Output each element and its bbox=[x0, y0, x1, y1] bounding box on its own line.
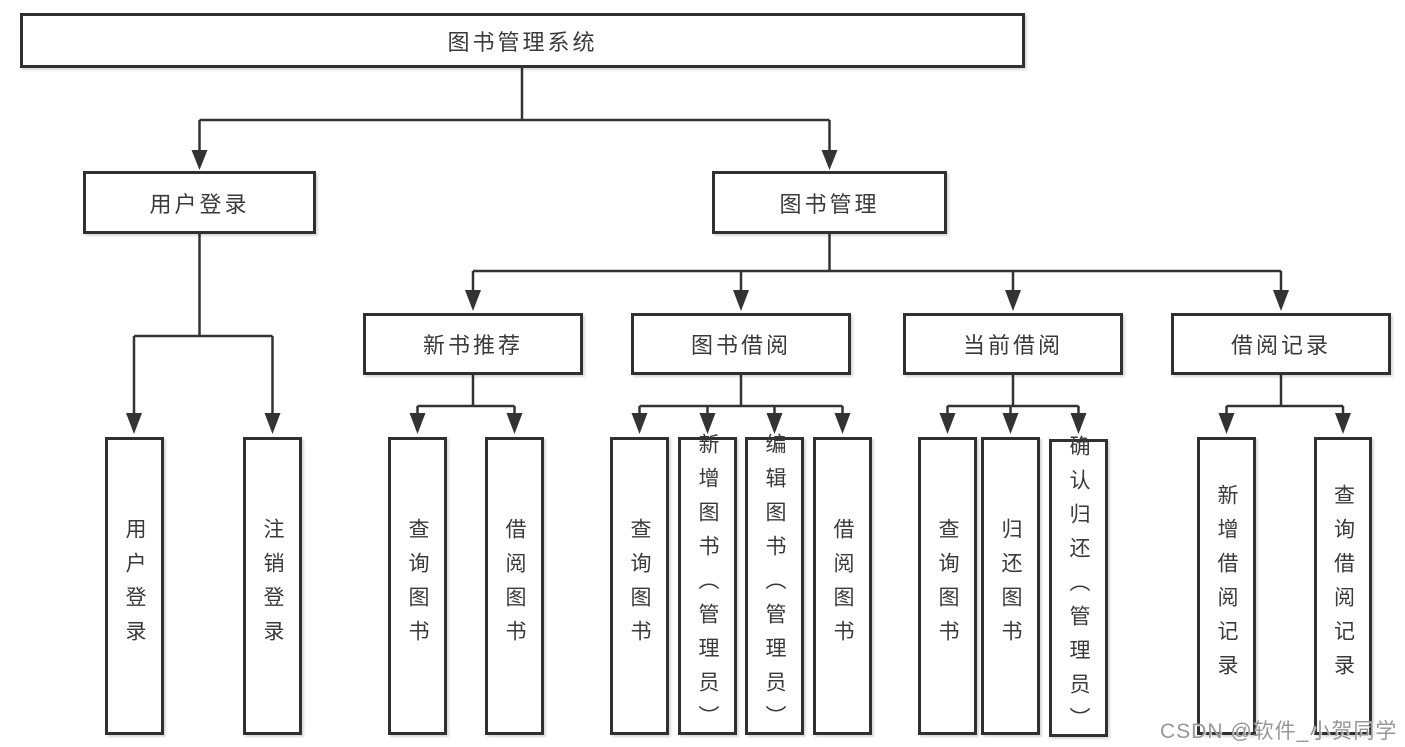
node-library-system: 图书管理系统 bbox=[20, 13, 1025, 68]
leaf-confirm-return-admin-label: 确认归还（管理员） bbox=[1067, 435, 1090, 741]
leaf-return-books: 归还图书 bbox=[981, 437, 1040, 735]
connector-current-borrow-children bbox=[939, 375, 1087, 434]
leaf-query-books-borrow: 查询图书 bbox=[610, 437, 669, 735]
node-user-login-label: 用户登录 bbox=[149, 191, 250, 217]
node-book-borrow-label: 图书借阅 bbox=[690, 333, 791, 358]
node-book-management: 图书管理 bbox=[712, 171, 947, 234]
leaf-query-books-recommend: 查询图书 bbox=[388, 437, 447, 735]
node-new-book-recommend: 新书推荐 bbox=[363, 313, 583, 375]
node-book-management-label: 图书管理 bbox=[779, 191, 880, 217]
leaf-add-book-admin: 新增图书（管理员） bbox=[678, 433, 737, 739]
leaf-logout: 注销登录 bbox=[243, 437, 302, 735]
leaf-user-login-label: 用户登录 bbox=[123, 518, 146, 654]
node-library-system-label: 图书管理系统 bbox=[447, 29, 598, 55]
node-book-borrow: 图书借阅 bbox=[631, 313, 851, 375]
leaf-user-login: 用户登录 bbox=[105, 437, 164, 735]
leaf-query-books-borrow-label: 查询图书 bbox=[628, 518, 651, 654]
leaf-borrow-books-recommend-label: 借阅图书 bbox=[503, 518, 526, 654]
leaf-confirm-return-admin: 确认归还（管理员） bbox=[1049, 435, 1108, 741]
leaf-query-books-current-label: 查询图书 bbox=[936, 518, 959, 654]
csdn-watermark: CSDN @软件_小贺同学 bbox=[1160, 720, 1398, 743]
node-current-borrow-label: 当前借阅 bbox=[962, 333, 1063, 358]
connector-user-login-children bbox=[126, 234, 281, 434]
leaf-query-books-current: 查询图书 bbox=[918, 437, 977, 735]
leaf-return-books-label: 归还图书 bbox=[999, 518, 1022, 654]
node-new-book-recommend-label: 新书推荐 bbox=[422, 333, 523, 358]
leaf-query-borrow-record-label: 查询借阅记录 bbox=[1331, 484, 1355, 688]
leaf-query-books-recommend-label: 查询图书 bbox=[406, 518, 429, 654]
node-current-borrow: 当前借阅 bbox=[903, 313, 1123, 375]
connector-root-to-level2 bbox=[191, 68, 838, 170]
node-borrow-records-label: 借阅记录 bbox=[1230, 333, 1331, 358]
leaf-edit-book-admin: 编辑图书（管理员） bbox=[745, 433, 804, 739]
node-borrow-records: 借阅记录 bbox=[1171, 313, 1391, 375]
leaf-borrow-books-borrow: 借阅图书 bbox=[813, 437, 872, 735]
leaf-query-borrow-record: 查询借阅记录 bbox=[1314, 437, 1372, 735]
node-user-login: 用户登录 bbox=[83, 171, 316, 234]
leaf-logout-label: 注销登录 bbox=[261, 518, 284, 654]
leaf-add-borrow-record: 新增借阅记录 bbox=[1197, 437, 1256, 735]
leaf-borrow-books-borrow-label: 借阅图书 bbox=[831, 518, 854, 654]
leaf-borrow-books-recommend: 借阅图书 bbox=[485, 437, 544, 735]
connector-borrow-records-children bbox=[1218, 375, 1351, 434]
leaf-add-borrow-record-label: 新增借阅记录 bbox=[1215, 484, 1238, 688]
leaf-add-book-admin-label: 新增图书（管理员） bbox=[696, 433, 719, 739]
connector-book-borrow-children bbox=[631, 375, 851, 434]
leaf-edit-book-admin-label: 编辑图书（管理员） bbox=[763, 433, 786, 739]
connector-book-management-children bbox=[465, 234, 1289, 311]
connector-new-book-recommend-children bbox=[409, 375, 523, 434]
